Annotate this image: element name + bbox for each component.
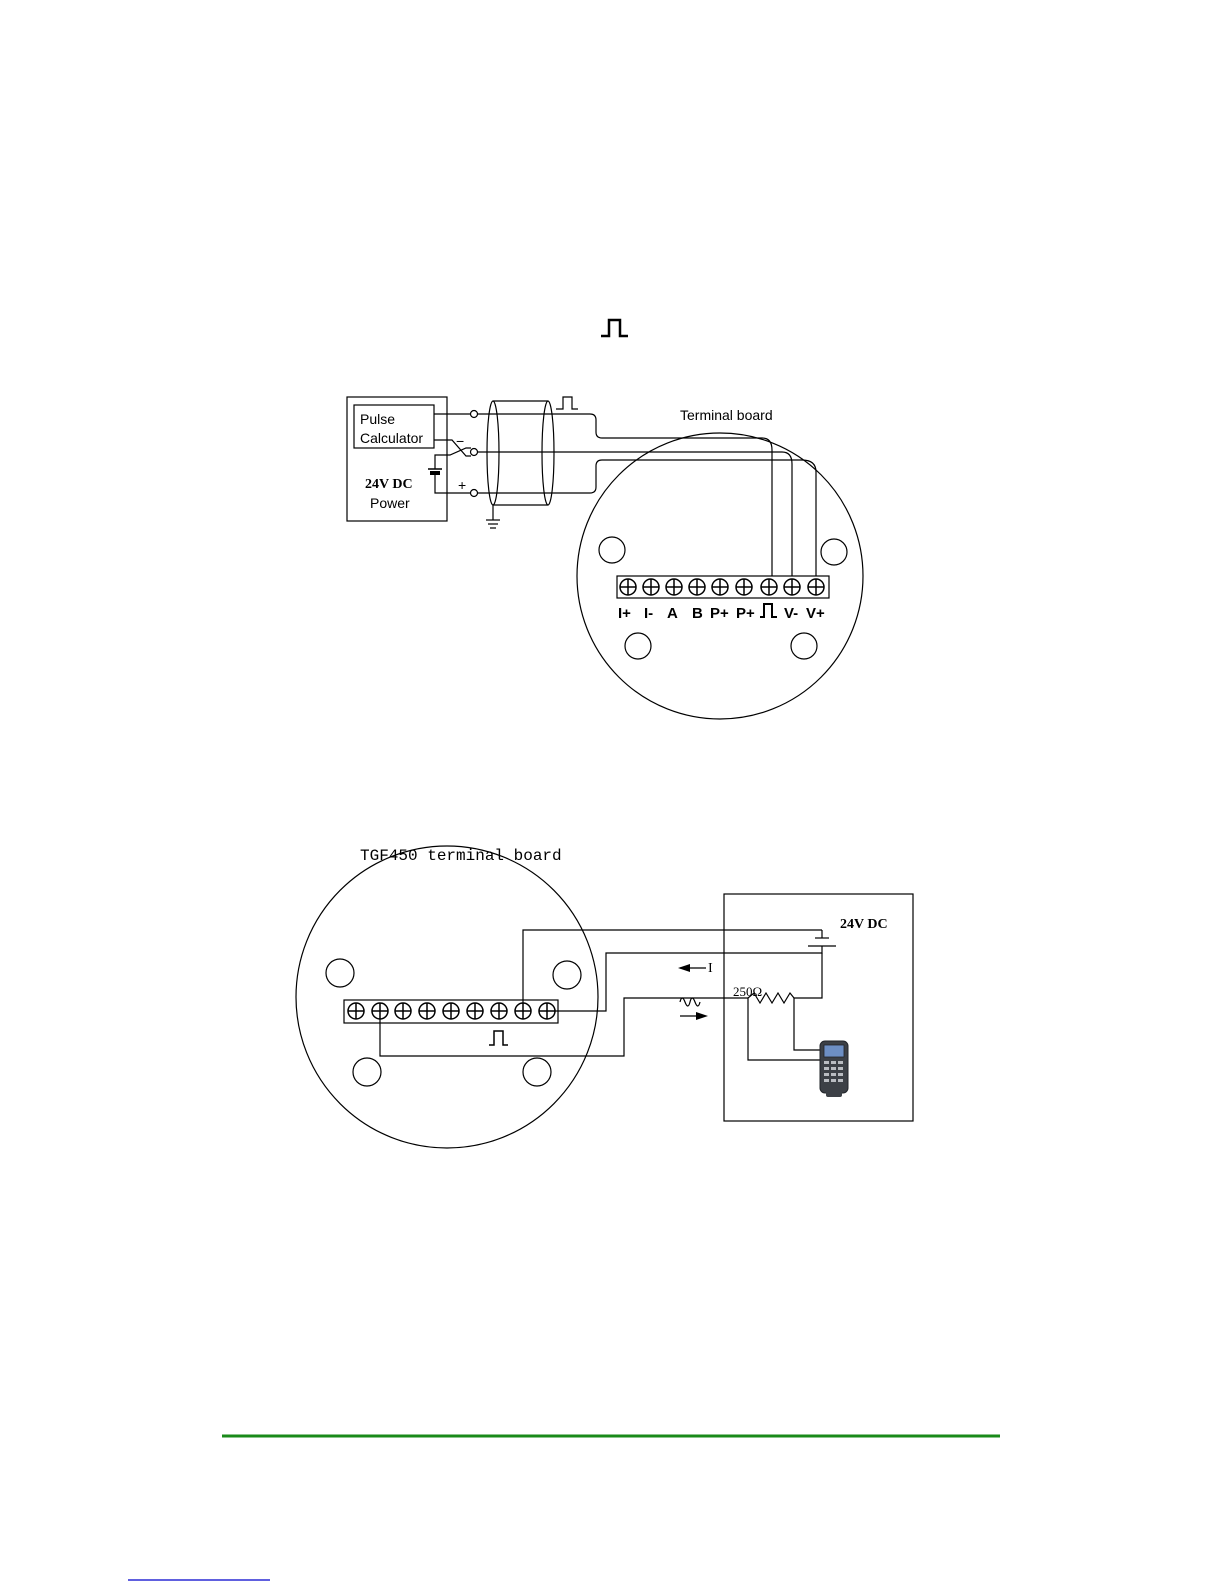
cable-pulse-icon	[556, 397, 578, 409]
wiring-diagram-pulse-output: Pulse Calculator 24V DC Power − +	[347, 397, 863, 719]
power-supply-label: 24V DC	[840, 917, 888, 932]
connector-pulse	[471, 411, 478, 418]
power-label-1: 24V DC	[365, 477, 413, 492]
pulse-calculator-label-2: Calculator	[360, 430, 423, 446]
terminal-labels: I+ I- A B P+ P+ V- V+	[618, 605, 825, 622]
terminal-label-p-plus-1: P+	[710, 605, 729, 622]
mounting-hole-top-right	[821, 539, 847, 565]
wiring-diagram-hart-connection: TGF450 terminal board 24V DC	[296, 846, 913, 1148]
terminal-pulse-icon	[760, 604, 777, 617]
resistor-label: 250Ω	[733, 984, 762, 999]
terminal-pulse-icon-2	[489, 1031, 508, 1045]
wire-top-loop	[523, 930, 822, 1003]
connector-plus	[471, 490, 478, 497]
terminal-label-v-minus: V-	[784, 605, 798, 622]
mounting-hole-top-left	[599, 537, 625, 563]
ground-icon	[486, 520, 500, 528]
mounting-hole-2-bottom-left	[353, 1058, 381, 1086]
terminal-screws	[620, 579, 824, 595]
current-arrow-icon	[678, 964, 706, 972]
terminal-screws-2	[348, 1003, 555, 1019]
wire-current	[555, 946, 822, 1011]
hart-communicator-icon	[820, 1041, 848, 1097]
cable-shield-left	[487, 401, 499, 505]
terminal-label-i-plus: I+	[618, 605, 631, 622]
hart-signal-icon	[680, 998, 700, 1006]
terminal-label-p-plus-2: P+	[736, 605, 755, 622]
wire-minus	[477, 452, 792, 578]
mounting-hole-2-top-left	[326, 959, 354, 987]
pulse-calculator-label-1: Pulse	[360, 411, 395, 427]
pulse-symbol-icon	[601, 320, 628, 336]
minus-sign: −	[456, 433, 464, 449]
terminal-board-circle-2	[296, 846, 598, 1148]
plus-sign: +	[458, 477, 466, 493]
mounting-hole-bottom-left	[625, 633, 651, 659]
power-label-2: Power	[370, 495, 410, 511]
wire-plus	[477, 460, 816, 578]
connector-minus	[471, 449, 478, 456]
terminal-label-i-minus: I-	[644, 605, 653, 622]
diagram2-title: TGF450 terminal board	[360, 847, 562, 865]
wire-communicator-left	[748, 998, 826, 1060]
current-label: I	[708, 961, 713, 976]
terminal-label-b: B	[692, 605, 703, 622]
mounting-hole-2-top-right	[553, 961, 581, 989]
mounting-hole-2-bottom-right	[523, 1058, 551, 1086]
battery-wire-up	[435, 448, 471, 469]
terminal-label-a: A	[667, 605, 678, 622]
terminal-board-label: Terminal board	[680, 407, 773, 423]
wire-negative-supply	[794, 953, 822, 998]
cable-shield-right	[542, 401, 554, 505]
signal-arrow-icon	[680, 1012, 708, 1020]
mounting-hole-bottom-right	[791, 633, 817, 659]
terminal-label-v-plus: V+	[806, 605, 825, 622]
wire-communicator-right	[794, 998, 820, 1050]
